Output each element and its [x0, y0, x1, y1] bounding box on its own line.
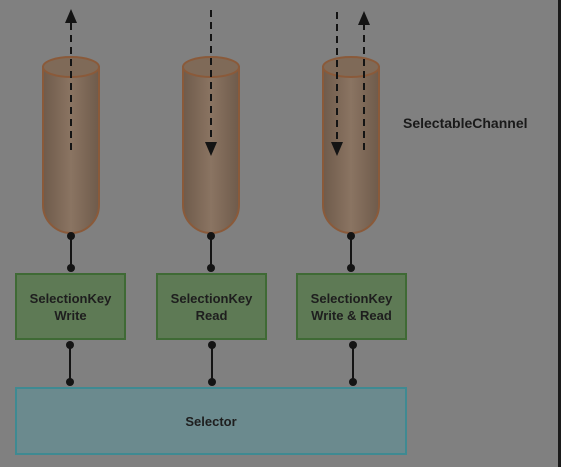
- selection-key-write-op: Write: [54, 307, 87, 323]
- selection-key-write-read-title: SelectionKey: [310, 290, 393, 306]
- connector-key-selector-2: [208, 341, 216, 386]
- arrow-writeread-down: [331, 12, 343, 156]
- connector-channel-key-3: [347, 232, 355, 272]
- connector-channel-key-1: [67, 232, 75, 272]
- arrow-read-down: [205, 10, 217, 156]
- channel-label: SelectableChannel: [403, 115, 528, 131]
- selection-key-write-title: SelectionKey: [29, 290, 112, 306]
- right-border: [558, 0, 561, 467]
- selection-key-write: SelectionKey Write: [15, 273, 126, 340]
- connector-key-selector-1: [66, 341, 74, 386]
- selection-key-read-title: SelectionKey: [170, 290, 253, 306]
- channel-write-read: [322, 56, 380, 234]
- selection-key-write-read-op: Write & Read: [311, 307, 392, 323]
- connector-channel-key-2: [207, 232, 215, 272]
- selection-key-read: SelectionKey Read: [156, 273, 267, 340]
- connector-key-selector-3: [349, 341, 357, 386]
- selector-box: Selector: [15, 387, 407, 455]
- selection-key-read-op: Read: [195, 307, 228, 323]
- arrow-writeread-up: [358, 11, 370, 150]
- arrow-write-up: [65, 9, 77, 150]
- selector-label: Selector: [185, 413, 237, 429]
- selection-key-write-read: SelectionKey Write & Read: [296, 273, 407, 340]
